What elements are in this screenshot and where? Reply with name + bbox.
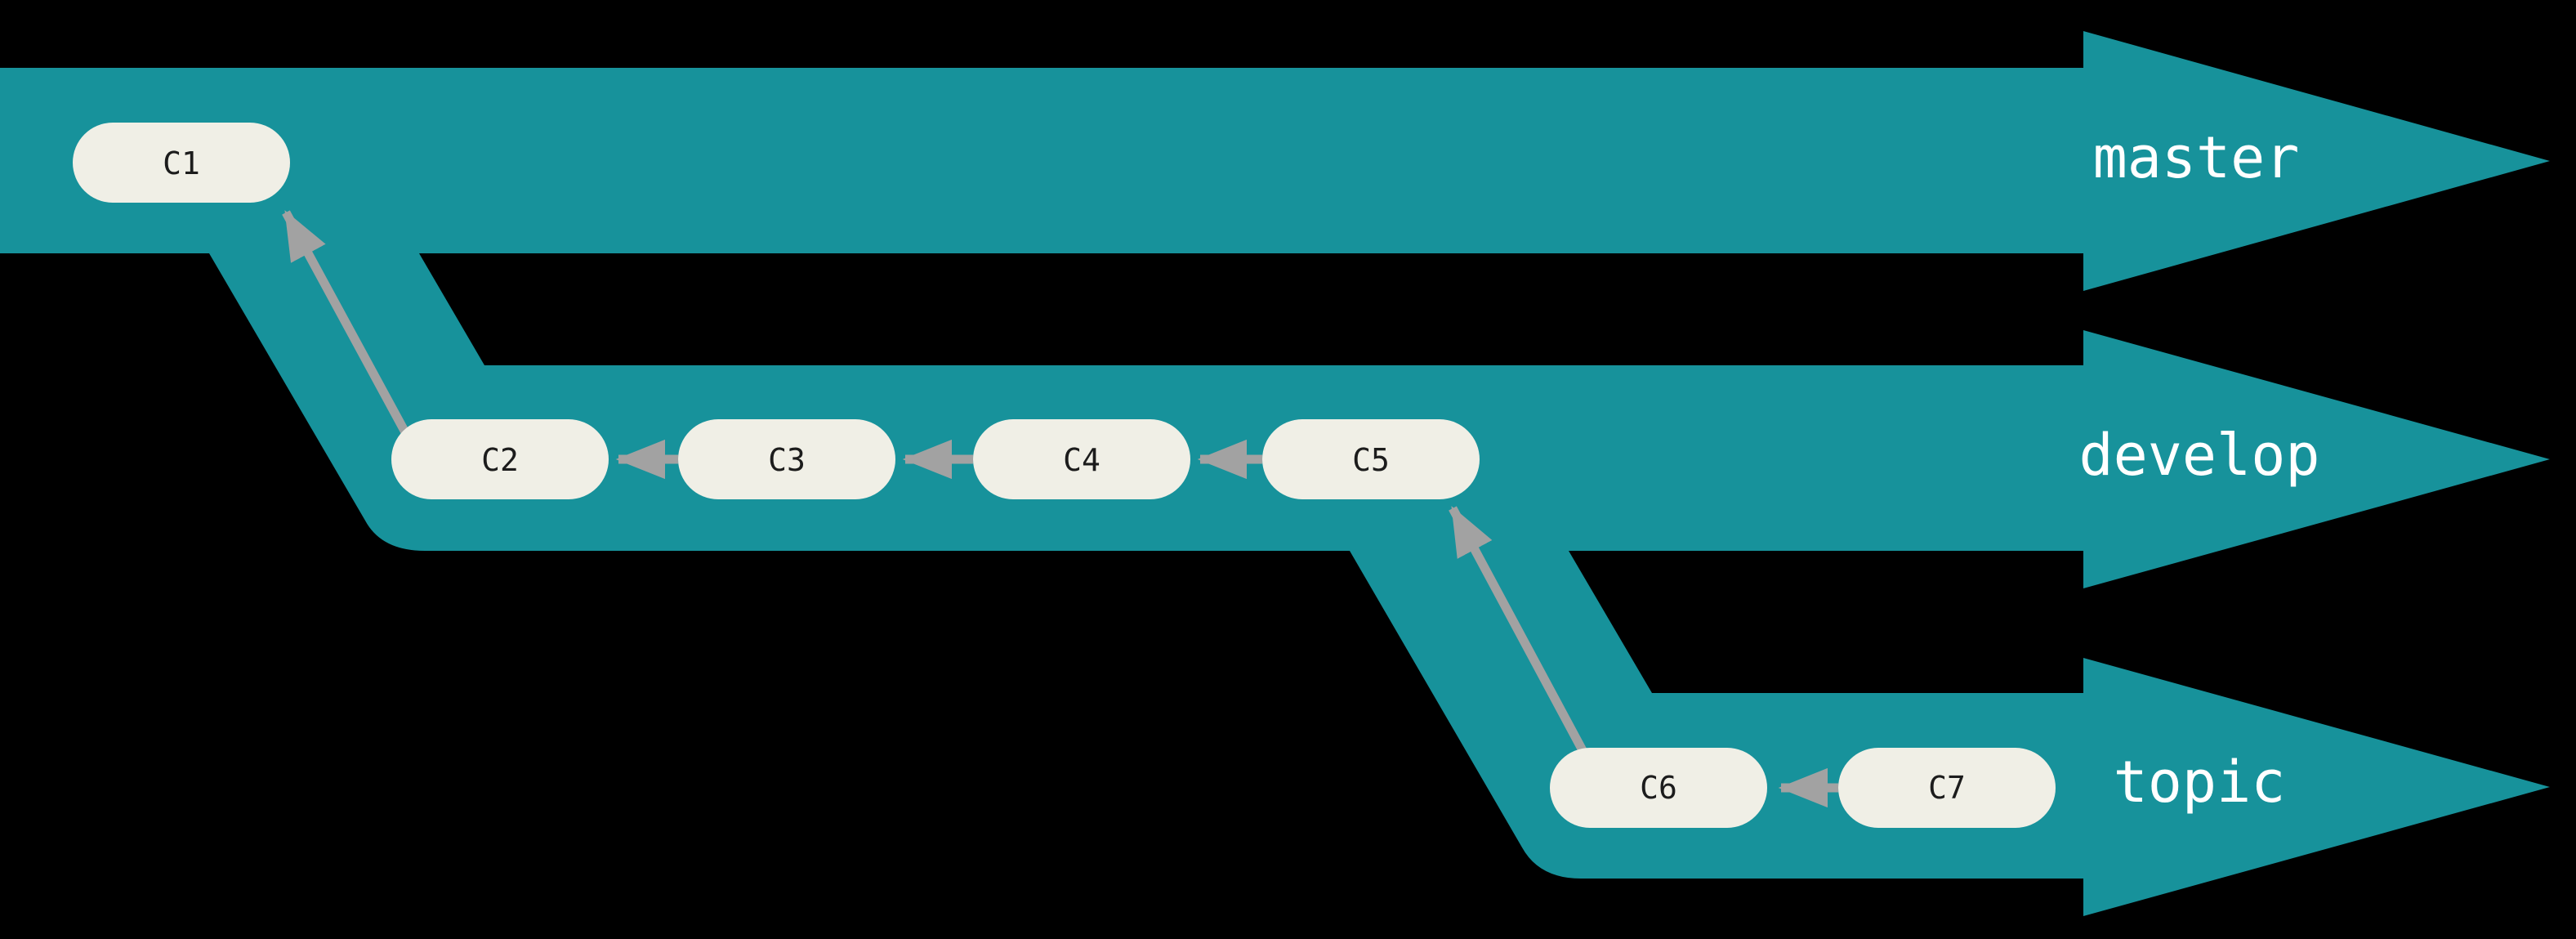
commit-label-c1: C1 <box>163 145 200 181</box>
edge-arrow-c2-to-c1 <box>282 210 414 444</box>
commit-pill-c6 <box>1550 748 1767 828</box>
commit-label-c6: C6 <box>1640 770 1677 806</box>
commit-pill-c7 <box>1838 748 2056 828</box>
commit-pill-c3 <box>678 419 895 499</box>
commit-pill-c2 <box>391 419 609 499</box>
commit-label-c7: C7 <box>1928 770 1966 806</box>
edge-arrow-c6-to-c5 <box>1449 506 1587 754</box>
commit-node-c2: C2 <box>391 419 609 499</box>
branch-label-develop: develop <box>2078 422 2319 489</box>
branch-label-topic: topic <box>2114 749 2286 816</box>
commit-label-c2: C2 <box>481 442 519 478</box>
commit-label-c5: C5 <box>1352 442 1390 478</box>
commit-node-c5: C5 <box>1262 419 1480 499</box>
commit-node-c4: C4 <box>973 419 1190 499</box>
commit-node-c7: C7 <box>1838 748 2056 828</box>
commit-node-c6: C6 <box>1550 748 1767 828</box>
commit-pill-c1 <box>73 123 290 203</box>
commit-label-c3: C3 <box>768 442 806 478</box>
branch-band-master <box>0 31 2550 291</box>
commit-pill-c4 <box>973 419 1190 499</box>
commit-node-c1: C1 <box>73 123 290 203</box>
commit-node-c3: C3 <box>678 419 895 499</box>
branch-label-master: master <box>2093 124 2300 191</box>
commit-pill-c5 <box>1262 419 1480 499</box>
commit-label-c4: C4 <box>1063 442 1100 478</box>
